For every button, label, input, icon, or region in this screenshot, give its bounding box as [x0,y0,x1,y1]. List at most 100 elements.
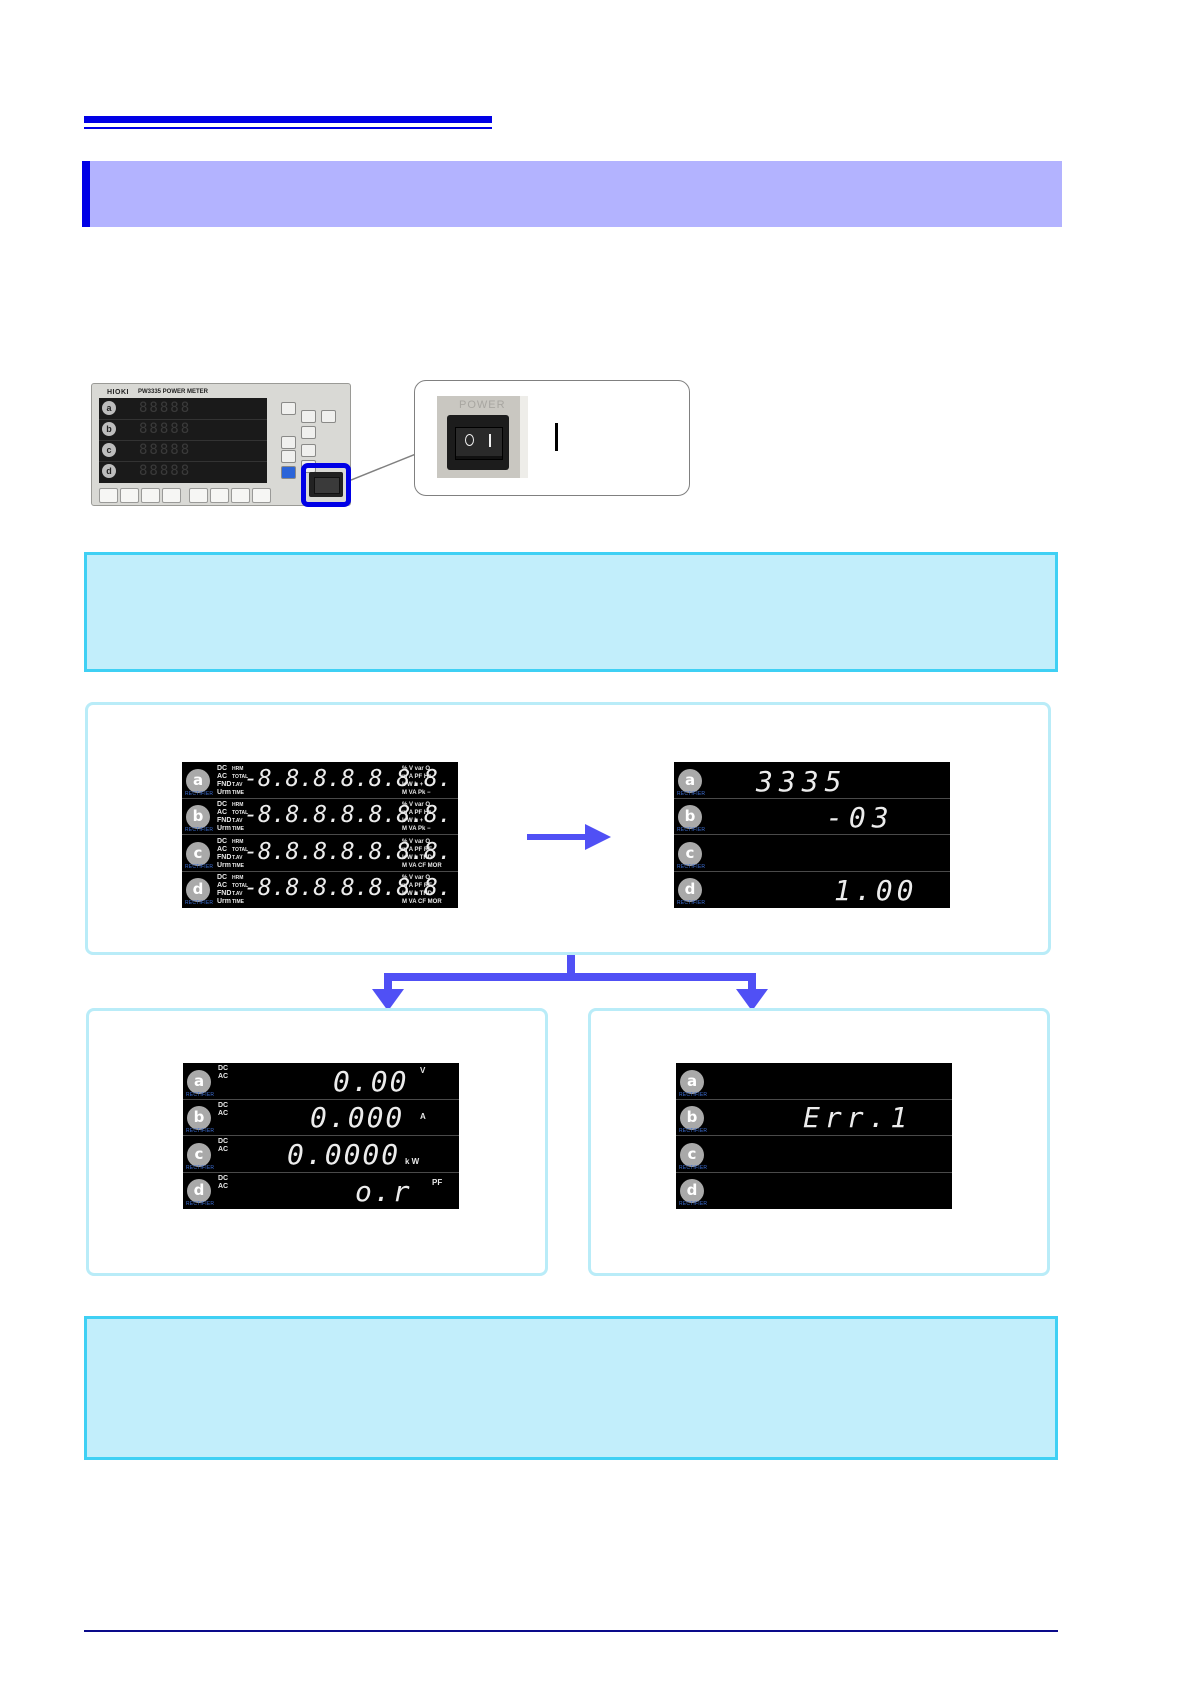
panel-display: a 88888 b 88888 c 88888 d 88888 [99,398,267,483]
panel-key [301,444,316,457]
channel-badge: b [186,805,210,829]
rectifier-label: RECTIFIER [677,827,706,833]
panel-range-key [162,488,181,503]
power-value: 0.0000 [287,1138,401,1171]
power-label: POWER [459,399,506,411]
panel-range-key [189,488,208,503]
panel-row: d 88888 [99,461,267,482]
off-symbol-icon [465,434,474,446]
rectifier-label: RECTIFIER [185,864,214,870]
segment-digits: -8.8.8.8.8.8.8. [244,802,452,828]
rectifier-label: RECTIFIER [185,827,214,833]
panel-key [281,450,296,463]
header-rule-thin [84,127,492,129]
header-rule-thick [84,116,492,123]
suffix-digits: -03 [826,801,895,834]
panel-segments: 88888 [139,442,192,458]
channel-badge: b [680,1106,704,1130]
power-switch-callout: POWER [414,380,690,496]
footer-rule [84,1630,1058,1632]
rectifier-label: RECTIFIER [186,1165,215,1171]
panel-range-key [141,488,160,503]
note-box [84,1316,1058,1460]
section-title-band [82,161,1062,227]
display-row: d RECTIFIER [676,1173,952,1209]
display-row: b RECTIFIER -03 [674,799,950,835]
display-row: a RECTIFIER 3335 [674,762,950,799]
panel-channel-badge: c [102,443,116,457]
display-row: d RECTIFIER 1.00 [674,872,950,908]
panel-key [301,426,316,439]
power-factor-value: o.r [355,1175,412,1208]
unit-label: k W [405,1157,420,1166]
channel-badge: d [186,878,210,902]
panel-key [301,410,316,423]
segment-digits: -8.8.8.8.8.8.8. [244,766,452,792]
channel-badge: a [186,769,210,793]
panel-range-key [252,488,271,503]
panel-channel-badge: d [102,464,116,478]
panel-range-keys [99,488,299,503]
panel-brand: HIOKI [107,389,129,396]
display-row: c RECTIFIER [676,1136,952,1173]
rectifier-label: RECTIFIER [677,900,706,906]
rectifier-label: RECTIFIER [679,1128,708,1134]
rectifier-label: RECTIFIER [186,1092,215,1098]
unit-label: PF [432,1178,443,1187]
channel-badge: b [187,1106,211,1130]
on-position-mark [555,423,558,451]
panel-key [321,410,336,423]
segment-digits: -8.8.8.8.8.8.8. [244,875,452,901]
panel-range-key [99,488,118,503]
unit-label: A [420,1112,426,1121]
version-digits: 1.00 [834,874,918,907]
panel-key [281,436,296,449]
channel-badge: d [187,1179,211,1203]
rectifier-label: RECTIFIER [679,1201,708,1207]
voltage-value: 0.00 [333,1065,409,1098]
channel-badge: a [678,769,702,793]
panel-segments: 88888 [139,463,192,479]
rectifier-label: RECTIFIER [186,1128,215,1134]
arrow-right-icon [527,824,611,850]
error-code: Err.1 [803,1101,913,1134]
power-rocker-mini [314,477,340,494]
display-row: c RECTIFIER [674,835,950,872]
panel-row: a 88888 [99,398,267,420]
display-row: a RECTIFIER [676,1063,952,1100]
rectifier-label: RECTIFIER [679,1165,708,1171]
panel-range-key [120,488,139,503]
panel-range-key [210,488,229,503]
panel-channel-badge: b [102,422,116,436]
title-band-accent [82,161,90,227]
callout-leader-line [351,451,421,481]
power-rocker [455,427,503,460]
unit-label: V [420,1066,426,1075]
version-display: a RECTIFIER 3335 b RECTIFIER -03 c RECTI… [674,762,950,908]
front-panel-photo: HIOKI PW3335 POWER METER a 88888 b 88888… [91,383,351,506]
channel-badge: c [680,1143,704,1167]
panel-range-key [231,488,250,503]
branch-arrows-icon [372,955,768,1011]
panel-segments: 88888 [139,400,192,416]
